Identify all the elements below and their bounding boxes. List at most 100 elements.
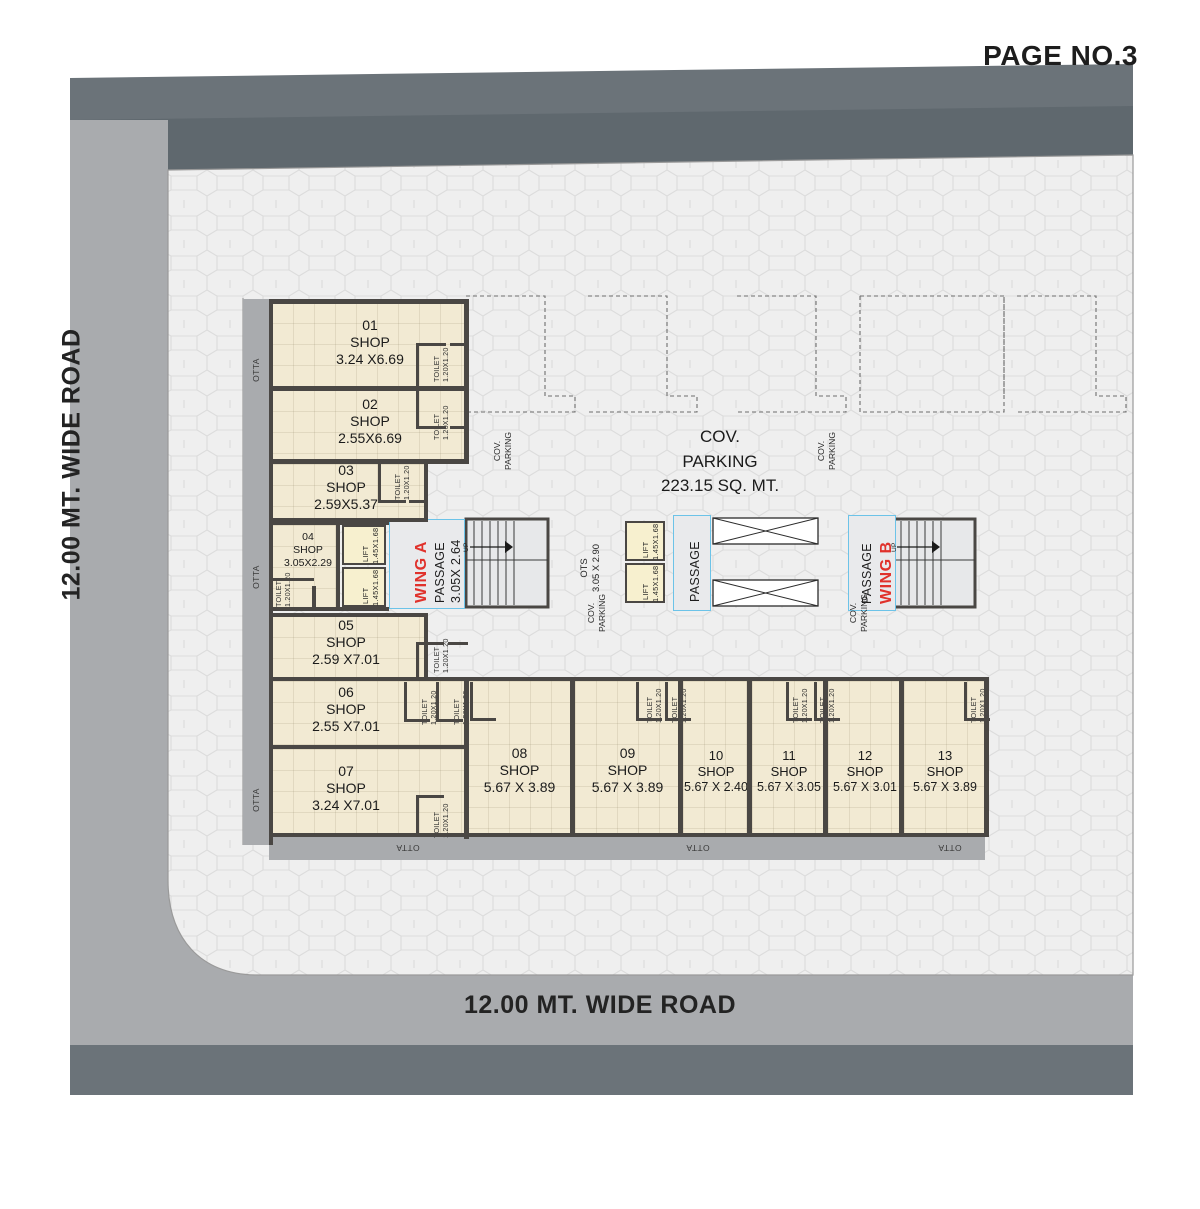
shop-number: 08: [511, 745, 528, 761]
toilet-partition: [416, 797, 419, 834]
lift-dim-text: 1.45X1.68: [651, 565, 660, 602]
shop-02-room[interactable]: [272, 390, 465, 460]
toilet-partition: [436, 719, 463, 722]
lift-label: LIFT: [361, 588, 370, 604]
shop-name: SHOP: [350, 334, 390, 351]
wall: [269, 745, 469, 749]
wall: [269, 677, 469, 681]
lift-dim-text: 1.45X1.68: [651, 523, 660, 560]
cov-parking-label-right-lower: COV.PARKING: [848, 593, 869, 632]
stair-direction: UP: [891, 542, 898, 552]
shop-number: 12: [857, 748, 873, 763]
toilet-partition: [416, 343, 446, 346]
toilet-partition: [665, 682, 668, 720]
toilet-partition: [450, 426, 469, 429]
toilet-partition: [786, 682, 789, 720]
shop-09-room[interactable]: [575, 681, 680, 836]
shop-name: SHOP: [846, 763, 884, 779]
wall: [747, 677, 752, 837]
wall: [269, 386, 469, 391]
shop-07-room[interactable]: [272, 749, 464, 836]
wall: [269, 459, 469, 464]
otta-label: OTTA: [251, 788, 261, 812]
shop-13-room[interactable]: [904, 681, 985, 836]
shop-name: SHOP: [607, 762, 648, 779]
lift-a1-room[interactable]: [342, 525, 386, 565]
center-passage-label: PASSAGE: [688, 541, 702, 602]
shop-05-room[interactable]: [272, 616, 427, 677]
toilet-partition: [404, 719, 430, 722]
wall: [269, 518, 428, 522]
shop-11-room[interactable]: [752, 681, 825, 836]
shop-06-room[interactable]: [272, 681, 464, 745]
shop-12-label: 12 SHOP 5.67 X 3.01: [820, 748, 910, 795]
wing-a-label: WING A: [413, 541, 431, 603]
shop-04-room[interactable]: [272, 525, 336, 607]
shop-03-room[interactable]: [272, 464, 427, 521]
toilet-partition: [416, 426, 446, 429]
toilet-partition: [272, 578, 314, 581]
lift-c2-room[interactable]: [625, 563, 665, 603]
wall: [464, 833, 989, 837]
toilet-dim: 1.20X1.20: [441, 405, 450, 440]
shop-10-room[interactable]: [683, 681, 749, 836]
toilet-partition: [964, 718, 990, 721]
shop-dimension: 2.59X5.37: [314, 496, 378, 513]
shop-dimension: 3.24 X7.01: [312, 797, 380, 814]
lift-label: LIFT: [641, 584, 650, 600]
lift-c1-room[interactable]: [625, 521, 665, 561]
toilet-label-01: TOILET: [432, 356, 441, 382]
shop-dimension: 5.67 X 3.05: [757, 779, 821, 794]
shop-number: 03: [338, 462, 354, 478]
wing-a-stair-up-label: UP: [463, 542, 470, 552]
shop-name: SHOP: [350, 413, 390, 430]
center-passage[interactable]: [673, 515, 711, 611]
toilet-partition: [409, 500, 428, 503]
shop-number: 05: [338, 617, 354, 633]
wall: [269, 833, 469, 837]
cov-parking-label-left-lower: COV.PARKING: [586, 593, 607, 632]
wing-b-passage[interactable]: [848, 515, 896, 611]
otta-strip-left: [243, 299, 269, 845]
shop-08-room[interactable]: [467, 681, 572, 836]
parking-line2: PARKING: [682, 451, 758, 471]
shop-04-label: 04 SHOP 3.05X2.29: [276, 531, 340, 569]
shop-12-room[interactable]: [828, 681, 901, 836]
toilet-partition: [416, 644, 419, 678]
toilet-partition: [378, 500, 406, 503]
wall: [269, 521, 389, 525]
shop-number: 13: [937, 748, 953, 763]
lift-dim-text: 1.45X1.68: [371, 569, 380, 606]
shop-number: 07: [338, 763, 354, 779]
shop-name: SHOP: [926, 763, 964, 779]
shop-name: SHOP: [326, 780, 366, 797]
shop-name: SHOP: [293, 543, 323, 556]
wall: [570, 677, 575, 837]
ots-label: OTS 3.05 X 2.90: [578, 544, 602, 592]
otta-label: OTTA: [251, 565, 261, 589]
wall: [336, 521, 340, 611]
shop-dimension: 3.05X2.29: [284, 556, 332, 569]
wall: [823, 677, 828, 837]
wall: [269, 299, 273, 845]
lift-a2-room[interactable]: [342, 567, 386, 607]
toilet-partition: [964, 682, 967, 720]
stair-direction: UP: [463, 542, 470, 552]
toilet-label-05: TOILET: [432, 647, 441, 673]
otta-label: OTTA: [251, 358, 261, 382]
toilet-partition: [416, 345, 419, 386]
toilet-partition: [450, 343, 469, 346]
lift-label: LIFT: [361, 546, 370, 562]
cov-parking-label-right: COV.PARKING: [816, 431, 837, 470]
shop-number: 02: [362, 396, 378, 412]
toilet-partition: [378, 464, 381, 502]
toilet-dim: 1.20X1.20: [441, 347, 450, 382]
toilet-partition: [470, 682, 473, 720]
shop-dimension: 5.67 X 2.40: [684, 779, 748, 794]
shop-01-label: 01 SHOP 3.24 X6.69: [300, 317, 440, 368]
wall: [269, 299, 469, 304]
parking-area: 223.15 SQ. MT.: [660, 476, 780, 496]
shop-name: SHOP: [770, 763, 808, 779]
toilet-partition: [665, 718, 691, 721]
shop-number: 06: [338, 684, 354, 700]
